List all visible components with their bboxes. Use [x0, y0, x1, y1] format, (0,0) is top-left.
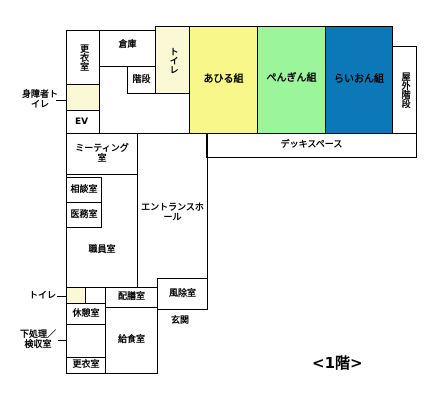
changing-room-top: 更衣室 — [66, 30, 100, 85]
toilet-left-label: トイレ — [29, 291, 57, 301]
floor-label: <1階> — [312, 354, 363, 372]
stairs: 階段 — [127, 66, 156, 94]
classroom-pengin: ぺんぎん組 — [257, 26, 326, 134]
accessible-toilet-leader — [56, 100, 66, 101]
meeting-room: ミーティング室 — [66, 133, 138, 175]
toilet-left-room — [66, 287, 86, 304]
disposal-room-label: 下処理／検収室 — [16, 330, 60, 351]
consultation-room: 相談室 — [66, 177, 102, 203]
classroom-ahiru: あひる組 — [189, 26, 258, 134]
accessible-toilet-label: 身障者トイレ — [22, 90, 58, 111]
accessible-toilet-text: 身障者トイレ — [22, 90, 59, 111]
staff-room: 職員室 — [66, 174, 138, 288]
wind-room: 風除室 — [157, 278, 208, 310]
elevator: EV — [66, 110, 100, 134]
rest-room: 休憩室 — [66, 303, 106, 325]
entrance-hall-label: エントランスホール — [141, 203, 204, 224]
storage-label: 倉庫 — [118, 40, 137, 50]
changing-room-bottom: 更衣室 — [66, 357, 106, 374]
classroom-raion: らいおん組 — [325, 26, 393, 134]
medical-room: 医務室 — [66, 202, 102, 228]
kitchen: 給食室 — [105, 307, 158, 374]
toilet-left-leader — [57, 296, 66, 297]
outdoor-stairs: 屋外階段 — [392, 46, 417, 134]
pantry: 配膳室 — [105, 287, 158, 308]
disposal-room-leader — [58, 340, 66, 341]
disposal-room-text: 下処理／検収室 — [19, 330, 56, 351]
accessible-toilet-area — [66, 84, 100, 111]
deck-space: デッキスペース — [206, 133, 417, 158]
entrance-label: 玄関 — [171, 316, 190, 326]
disposal-room — [66, 324, 106, 358]
toilet-top: トイレ — [155, 26, 190, 94]
storage-room: 倉庫 — [99, 30, 156, 67]
